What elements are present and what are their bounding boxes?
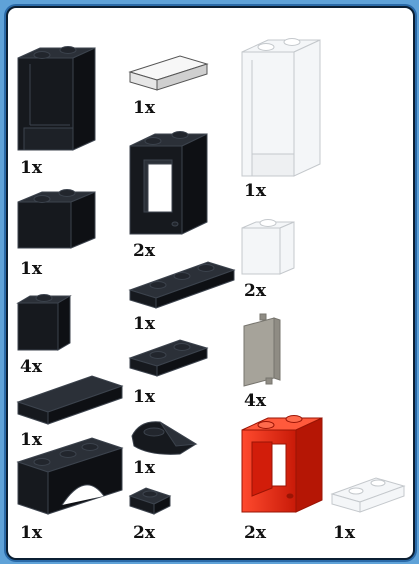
quantity-label: 1x xyxy=(333,523,355,543)
black-plate-1x1-part xyxy=(130,488,170,514)
black-brick-1x1-part xyxy=(18,295,70,351)
quantity-label: 1x xyxy=(20,523,42,543)
black-plate-1x3-part xyxy=(130,262,234,308)
quantity-label: 1x xyxy=(20,259,42,279)
quantity-label: 1x xyxy=(244,181,266,201)
quantity-label: 2x xyxy=(244,523,266,543)
quantity-label: 1x xyxy=(133,458,155,478)
trans-clear-panel-part xyxy=(242,39,320,177)
quantity-label: 4x xyxy=(20,357,42,377)
black-panel-part xyxy=(18,47,95,151)
quantity-label: 1x xyxy=(133,98,155,118)
quantity-label: 1x xyxy=(20,158,42,178)
quantity-label: 2x xyxy=(133,241,155,261)
trans-clear-plate-part xyxy=(332,478,404,512)
quantity-label: 1x xyxy=(133,387,155,407)
black-tooth-plate-part xyxy=(132,422,196,455)
black-plate-1x2-part xyxy=(130,340,207,376)
red-window-frame-part xyxy=(242,416,322,513)
quantity-label: 4x xyxy=(244,391,266,411)
quantity-label: 1x xyxy=(20,430,42,450)
black-tile-1x4-part xyxy=(18,376,122,424)
trans-clear-brick-part xyxy=(242,220,294,275)
quantity-label: 1x xyxy=(133,314,155,334)
black-brick-1x2-part xyxy=(18,190,95,249)
black-window-frame-part xyxy=(130,132,207,235)
gray-glass-pane-part xyxy=(244,314,280,386)
quantity-label: 2x xyxy=(133,523,155,543)
white-tile-part xyxy=(130,56,207,90)
quantity-label: 2x xyxy=(244,281,266,301)
